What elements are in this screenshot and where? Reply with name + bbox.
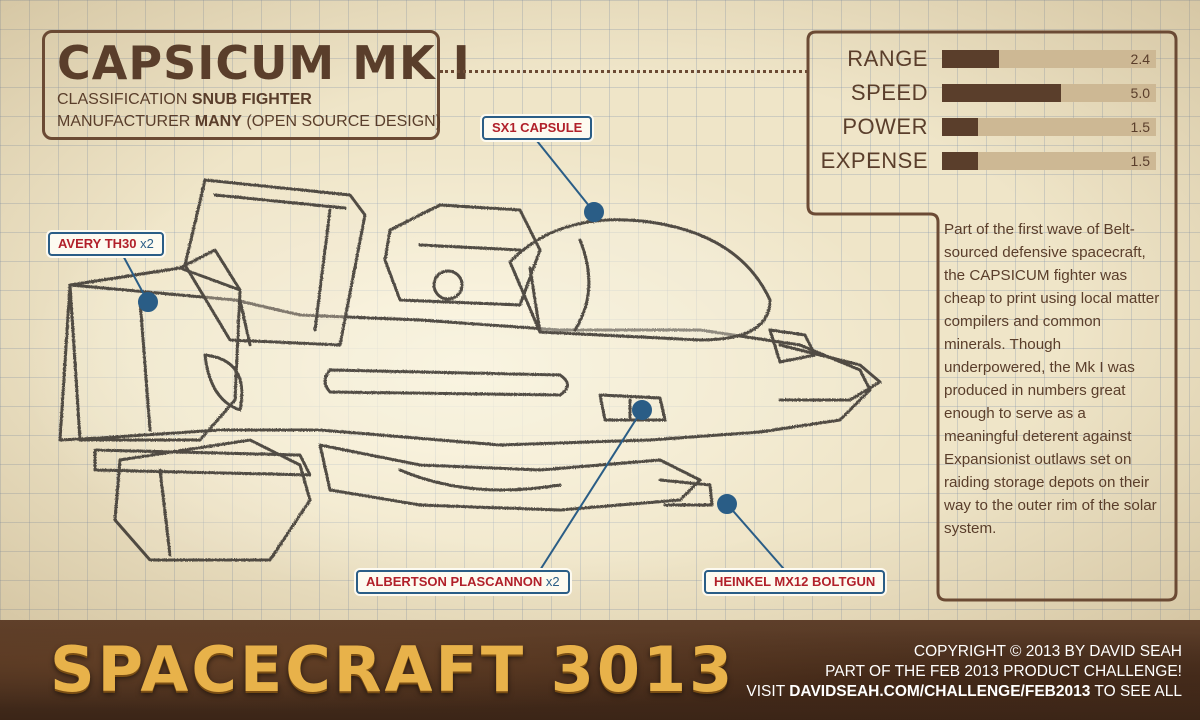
stat-label: SPEED — [850, 80, 928, 105]
stat-bar-track: 2.4 — [942, 50, 1156, 68]
footer-visit-suffix: TO SEE ALL — [1094, 683, 1182, 700]
stat-value: 1.5 — [1130, 153, 1150, 169]
manufacturer-value: MANY — [194, 113, 242, 130]
stat-row-range: RANGE 2.4 — [818, 44, 1168, 74]
footer-credits: COPYRIGHT © 2013 BY DAVID SEAH PART OF T… — [746, 642, 1182, 702]
stat-row-speed: SPEED 5.0 — [818, 78, 1168, 108]
callout-label: ALBERTSON PLASCANNON — [366, 574, 543, 589]
stat-value: 2.4 — [1130, 51, 1150, 67]
callout-cannon: ALBERTSON PLASCANNON x2 — [356, 570, 570, 594]
callout-thruster: AVERY TH30 x2 — [48, 232, 164, 256]
footer-challenge: PART OF THE FEB 2013 PRODUCT CHALLENGE! — [825, 663, 1182, 680]
stat-bar-fill — [942, 84, 1061, 102]
footer-visit-prefix: VISIT — [746, 683, 785, 700]
callout-multiplier: x2 — [140, 236, 154, 251]
stat-bar-fill — [942, 152, 978, 170]
footer-visit-link[interactable]: DAVIDSEAH.COM/CHALLENGE/FEB2013 — [789, 683, 1091, 700]
stat-row-expense: EXPENSE 1.5 — [818, 146, 1168, 176]
classification-label: CLASSIFICATION — [57, 91, 188, 108]
stat-bar-track: 1.5 — [942, 152, 1156, 170]
stat-value: 1.5 — [1130, 119, 1150, 135]
stat-bar-fill — [942, 118, 978, 136]
footer-copyright: COPYRIGHT © 2013 BY DAVID SEAH — [913, 643, 1182, 660]
stat-label: RANGE — [847, 46, 928, 71]
stat-label: EXPENSE — [820, 148, 928, 173]
classification-line: CLASSIFICATION SNUB FIGHTER — [57, 89, 425, 111]
footer-title: SPACECRAFT 3013 — [50, 633, 736, 706]
ship-description: Part of the first wave of Belt-sourced d… — [944, 221, 1160, 537]
callout-label: SX1 CAPSULE — [492, 120, 583, 135]
stat-value: 5.0 — [1130, 85, 1150, 101]
manufacturer-line: MANUFACTURER MANY (OPEN SOURCE DESIGN) — [57, 111, 441, 133]
stat-label: POWER — [842, 114, 928, 139]
callout-boltgun: HEINKEL MX12 BOLTGUN — [704, 570, 886, 594]
ship-title-box: CAPSICUM MK I CLASSIFICATION SNUB FIGHTE… — [42, 30, 471, 140]
stat-bar-fill — [942, 50, 1000, 68]
footer-banner: SPACECRAFT 3013 COPYRIGHT © 2013 BY DAVI… — [0, 620, 1200, 720]
manufacturer-label: MANUFACTURER — [57, 113, 191, 130]
footer-visit-line: VISIT DAVIDSEAH.COM/CHALLENGE/FEB2013 TO… — [746, 682, 1182, 702]
callout-label: AVERY TH30 — [58, 236, 137, 251]
stats-panel: RANGE 2.4 SPEED 5.0 POWER 1.5 EXPENSE 1.… — [806, 30, 1178, 602]
classification-value: SNUB FIGHTER — [191, 91, 312, 108]
title-connector — [440, 70, 808, 73]
callout-label: HEINKEL MX12 BOLTGUN — [714, 574, 876, 589]
ship-title: CAPSICUM MK I — [57, 36, 471, 90]
stats-panel-border — [806, 30, 1178, 602]
stat-bar-track: 1.5 — [942, 118, 1156, 136]
callout-multiplier: x2 — [545, 574, 560, 589]
stat-row-power: POWER 1.5 — [818, 112, 1168, 142]
manufacturer-note: (OPEN SOURCE DESIGN) — [246, 113, 442, 130]
ship-sketch — [20, 135, 920, 600]
callout-capsule: SX1 CAPSULE — [482, 116, 593, 140]
stat-bar-track: 5.0 — [942, 84, 1156, 102]
